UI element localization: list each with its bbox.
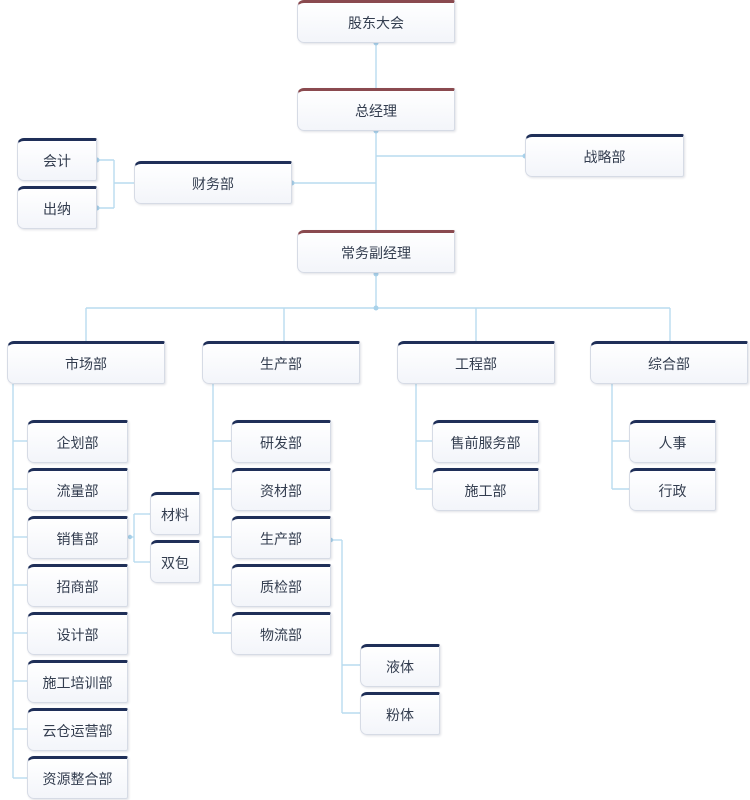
node-rnd[interactable]: 研发部 xyxy=(231,420,331,463)
node-double-package[interactable]: 双包 xyxy=(150,540,200,583)
node-presales-service[interactable]: 售前服务部 xyxy=(432,420,539,463)
node-liquid[interactable]: 液体 xyxy=(360,644,440,687)
node-sales[interactable]: 销售部 xyxy=(27,516,128,559)
node-engineering[interactable]: 工程部 xyxy=(397,341,555,384)
node-accounting[interactable]: 会计 xyxy=(17,138,97,181)
node-resource-integration[interactable]: 资源整合部 xyxy=(27,756,128,799)
node-cloud-warehouse[interactable]: 云仓运营部 xyxy=(27,708,128,751)
node-construction[interactable]: 施工部 xyxy=(432,468,539,511)
node-shareholders[interactable]: 股东大会 xyxy=(297,0,455,43)
node-production[interactable]: 生产部 xyxy=(202,341,360,384)
node-hr[interactable]: 人事 xyxy=(629,420,716,463)
node-manufacturing[interactable]: 生产部 xyxy=(231,516,331,559)
node-logistics[interactable]: 物流部 xyxy=(231,612,331,655)
node-traffic[interactable]: 流量部 xyxy=(27,468,128,511)
node-general-manager[interactable]: 总经理 xyxy=(297,88,455,131)
node-cashier[interactable]: 出纳 xyxy=(17,186,97,229)
node-market[interactable]: 市场部 xyxy=(7,341,165,384)
node-design[interactable]: 设计部 xyxy=(27,612,128,655)
node-executive-deputy[interactable]: 常务副经理 xyxy=(297,230,455,273)
node-administration[interactable]: 行政 xyxy=(629,468,716,511)
node-materials[interactable]: 材料 xyxy=(150,492,200,535)
node-construction-training[interactable]: 施工培训部 xyxy=(27,660,128,703)
node-finance[interactable]: 财务部 xyxy=(134,161,292,204)
node-quality[interactable]: 质检部 xyxy=(231,564,331,607)
node-general-affairs[interactable]: 综合部 xyxy=(590,341,748,384)
node-strategy[interactable]: 战略部 xyxy=(525,134,684,177)
node-powder[interactable]: 粉体 xyxy=(360,692,440,735)
node-investment[interactable]: 招商部 xyxy=(27,564,128,607)
node-planning[interactable]: 企划部 xyxy=(27,420,128,463)
node-materials-supply[interactable]: 资材部 xyxy=(231,468,331,511)
